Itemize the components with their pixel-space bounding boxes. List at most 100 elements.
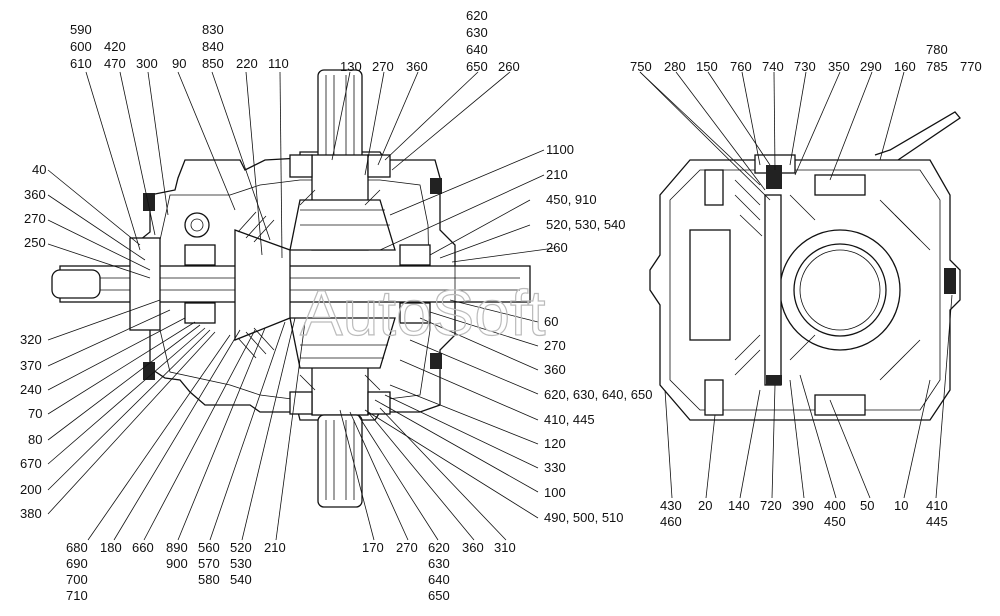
bearing-right-bottom bbox=[399, 302, 431, 324]
callout-720: 720 bbox=[760, 498, 782, 513]
callout-590: 590 bbox=[70, 22, 92, 37]
callout-580: 580 bbox=[198, 572, 220, 587]
callout-20: 20 bbox=[698, 498, 712, 513]
drive-bevel-gear bbox=[234, 229, 291, 341]
left-sectional-view bbox=[51, 69, 531, 508]
lug-top-left bbox=[704, 169, 724, 206]
callout-120: 120 bbox=[544, 436, 566, 451]
bearing-upper-left bbox=[289, 154, 313, 178]
bolt-top-left bbox=[143, 193, 155, 211]
callout-450-right: 450 bbox=[824, 514, 846, 529]
bearing-lower-left bbox=[289, 391, 313, 415]
callout-310: 310 bbox=[494, 540, 516, 555]
callout-130: 130 bbox=[340, 59, 362, 74]
left-end-cap bbox=[129, 237, 161, 331]
callout-220: 220 bbox=[236, 56, 258, 71]
callout-360-right: 360 bbox=[544, 362, 566, 377]
callout-430: 430 bbox=[660, 498, 682, 513]
callout-90: 90 bbox=[172, 56, 186, 71]
right-housing-outline bbox=[649, 159, 961, 421]
callout-360-bottom: 360 bbox=[462, 540, 484, 555]
right-view-labels: 750 280 150 760 740 730 350 290 160 780 … bbox=[630, 42, 982, 529]
right-hatching bbox=[734, 179, 931, 381]
callout-390: 390 bbox=[792, 498, 814, 513]
callout-445-right: 445 bbox=[926, 514, 948, 529]
leader-lines bbox=[47, 71, 953, 541]
top-plug bbox=[766, 165, 782, 189]
callout-330: 330 bbox=[544, 460, 566, 475]
callout-260-right: 260 bbox=[546, 240, 568, 255]
callout-290: 290 bbox=[860, 59, 882, 74]
callout-650-bottom: 650 bbox=[428, 588, 450, 603]
callout-10: 10 bbox=[894, 498, 908, 513]
callout-630-bottom: 630 bbox=[428, 556, 450, 571]
lug-bottom-left bbox=[704, 379, 724, 416]
callout-50: 50 bbox=[860, 498, 874, 513]
callout-640-bottom: 640 bbox=[428, 572, 450, 587]
callout-780: 780 bbox=[926, 42, 948, 57]
right-end-view bbox=[649, 111, 961, 421]
callout-270-top: 270 bbox=[372, 59, 394, 74]
callout-570: 570 bbox=[198, 556, 220, 571]
left-view-labels: 590 600 610 420 470 300 90 830 840 850 2… bbox=[20, 8, 652, 603]
callout-770: 770 bbox=[960, 59, 982, 74]
callout-200: 200 bbox=[20, 482, 42, 497]
callout-100: 100 bbox=[544, 485, 566, 500]
callout-730: 730 bbox=[794, 59, 816, 74]
callout-490-510: 490, 500, 510 bbox=[544, 510, 624, 525]
bore-inner bbox=[793, 243, 887, 337]
callout-240: 240 bbox=[20, 382, 42, 397]
callout-470: 470 bbox=[104, 56, 126, 71]
shaft-spline-end bbox=[51, 269, 101, 299]
callout-620-bottom: 620 bbox=[428, 540, 450, 555]
callout-270-right: 270 bbox=[544, 338, 566, 353]
lower-output-shaft bbox=[317, 414, 363, 508]
callout-840: 840 bbox=[202, 39, 224, 54]
callout-850: 850 bbox=[202, 56, 224, 71]
callout-760: 760 bbox=[730, 59, 752, 74]
breather-pipe bbox=[874, 111, 961, 161]
callout-410-right: 410 bbox=[926, 498, 948, 513]
bottom-plug bbox=[766, 375, 782, 385]
callout-900: 900 bbox=[166, 556, 188, 571]
callout-40: 40 bbox=[32, 162, 46, 177]
callout-460: 460 bbox=[660, 514, 682, 529]
bearing-left-bottom bbox=[184, 302, 216, 324]
side-web bbox=[689, 229, 731, 341]
right-inner-rim bbox=[669, 169, 941, 411]
callout-680: 680 bbox=[66, 540, 88, 555]
callout-785: 785 bbox=[926, 59, 948, 74]
callout-520-bottom: 520 bbox=[230, 540, 252, 555]
bearing-upper-right bbox=[367, 154, 391, 178]
callout-740: 740 bbox=[762, 59, 784, 74]
callout-80: 80 bbox=[28, 432, 42, 447]
callout-250: 250 bbox=[24, 235, 46, 250]
callout-620-top: 620 bbox=[466, 8, 488, 23]
callout-410-445-left: 410, 445 bbox=[544, 412, 595, 427]
bearing-lower-right bbox=[367, 391, 391, 415]
callout-670: 670 bbox=[20, 456, 42, 471]
bolt-top-right bbox=[430, 178, 442, 194]
callout-270-left: 270 bbox=[24, 211, 46, 226]
vertical-shaft-section bbox=[764, 194, 782, 386]
callout-180: 180 bbox=[100, 540, 122, 555]
callout-610: 610 bbox=[70, 56, 92, 71]
callout-750: 750 bbox=[630, 59, 652, 74]
callout-300: 300 bbox=[136, 56, 158, 71]
callout-380: 380 bbox=[20, 506, 42, 521]
callout-370: 370 bbox=[20, 358, 42, 373]
callout-450-910: 450, 910 bbox=[546, 192, 597, 207]
callout-1100: 1100 bbox=[546, 142, 574, 157]
callout-520-530-540: 520, 530, 540 bbox=[546, 217, 626, 232]
callout-400: 400 bbox=[824, 498, 846, 513]
callout-660: 660 bbox=[132, 540, 154, 555]
callout-360-left: 360 bbox=[24, 187, 46, 202]
seal-left-top bbox=[184, 212, 210, 238]
callout-700: 700 bbox=[66, 572, 88, 587]
callout-160: 160 bbox=[894, 59, 916, 74]
callout-70: 70 bbox=[28, 406, 42, 421]
callout-210-bottom: 210 bbox=[264, 540, 286, 555]
watermark-text: AutoSoft bbox=[300, 277, 546, 349]
